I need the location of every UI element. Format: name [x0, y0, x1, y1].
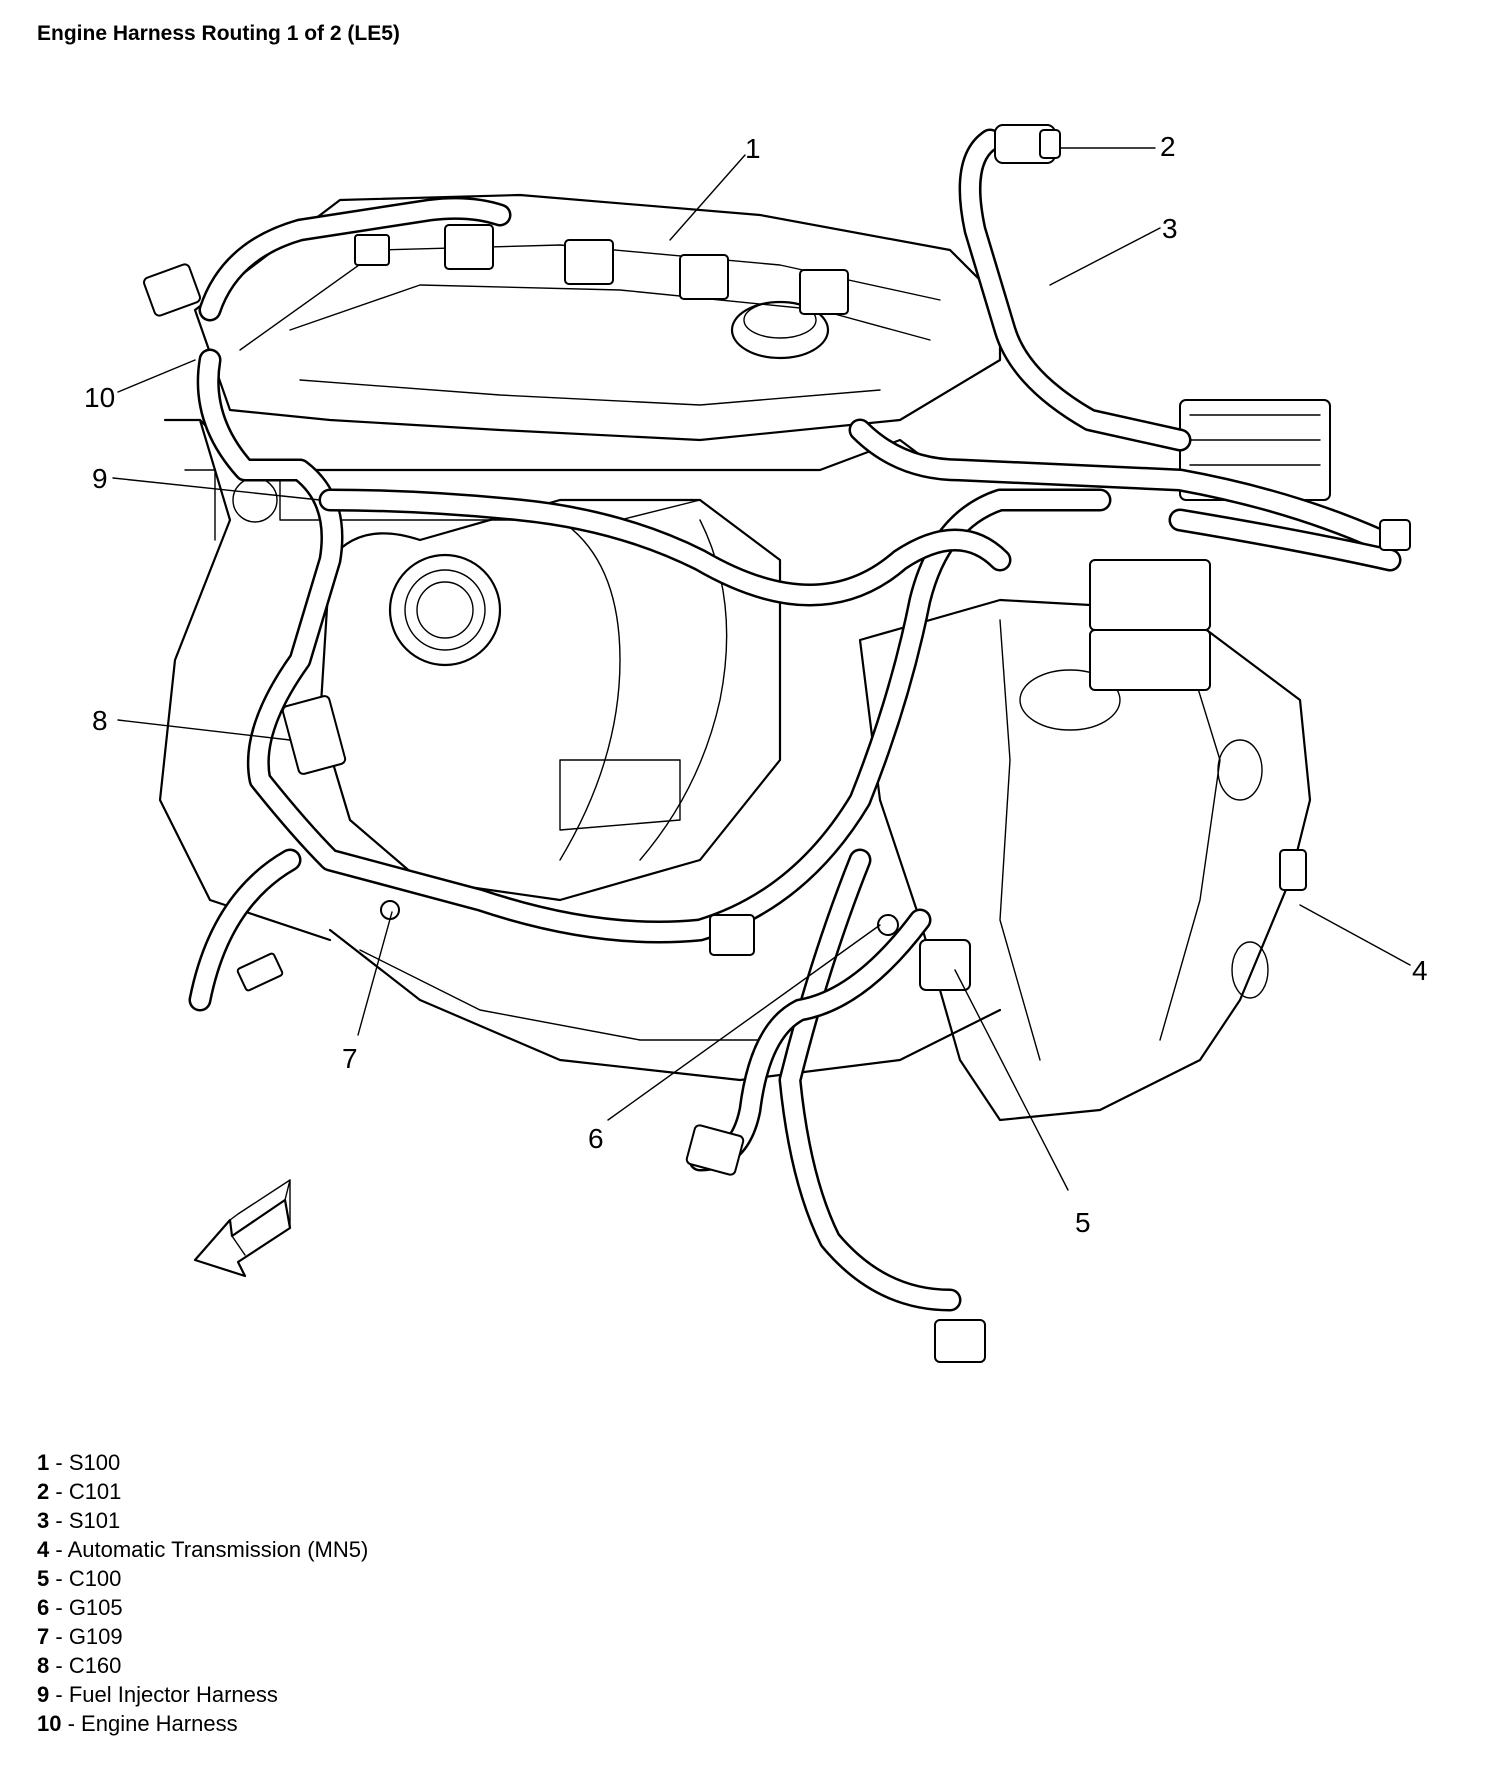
callout-4: 4	[1412, 955, 1428, 986]
legend-item: 6 - G105	[37, 1593, 368, 1622]
engine-harness	[188, 128, 1402, 1312]
legend-separator: -	[49, 1479, 69, 1504]
legend-item: 5 - C100	[37, 1564, 368, 1593]
callout-10: 10	[84, 382, 115, 413]
connectors	[143, 124, 1411, 1363]
front-arrow-icon	[193, 1179, 292, 1278]
legend-label: G109	[68, 1624, 123, 1649]
page-title: Engine Harness Routing 1 of 2 (LE5)	[37, 22, 400, 45]
legend-item: 1 - S100	[37, 1448, 368, 1477]
legend-item: 7 - G109	[37, 1622, 368, 1651]
callout-labels: 1 2 3 4 5 6 7 8 9 10	[84, 131, 1428, 1238]
legend-separator: -	[49, 1653, 69, 1678]
legend-number: 2	[37, 1479, 50, 1504]
legend-separator: -	[49, 1450, 69, 1475]
legend-item: 8 - C160	[37, 1651, 368, 1680]
legend-label: S100	[68, 1450, 121, 1475]
legend-number: 8	[37, 1653, 50, 1678]
callout-9: 9	[92, 463, 108, 494]
callout-8: 8	[92, 705, 108, 736]
legend-label: Automatic Transmission (MN5)	[67, 1537, 369, 1562]
callout-1: 1	[745, 133, 761, 164]
legend-item: 10 - Engine Harness	[37, 1709, 368, 1738]
legend-number: 1	[37, 1450, 50, 1475]
legend-separator: -	[49, 1682, 69, 1707]
legend-item: 2 - C101	[37, 1477, 368, 1506]
callout-6: 6	[588, 1123, 604, 1154]
legend-number: 5	[37, 1566, 50, 1591]
legend-label: Engine Harness	[81, 1711, 238, 1736]
legend-number: 10	[37, 1711, 62, 1736]
legend-number: 4	[37, 1537, 50, 1562]
legend-label: C160	[68, 1653, 122, 1678]
legend-number: 7	[37, 1624, 50, 1649]
legend-separator: -	[49, 1624, 69, 1649]
callout-7: 7	[342, 1043, 358, 1074]
leader-lines	[112, 147, 1411, 1191]
legend-item: 4 - Automatic Transmission (MN5)	[37, 1535, 368, 1564]
callout-3: 3	[1162, 213, 1178, 244]
legend: 1 - S100 2 - C101 3 - S101 4 - Automatic…	[37, 1448, 368, 1738]
legend-separator: -	[49, 1537, 68, 1562]
legend-item: 3 - S101	[37, 1506, 368, 1535]
legend-item: 9 - Fuel Injector Harness	[37, 1680, 368, 1709]
legend-label: C101	[68, 1479, 122, 1504]
legend-label: G105	[68, 1595, 123, 1620]
legend-label: C100	[68, 1566, 122, 1591]
callout-5: 5	[1075, 1207, 1091, 1238]
legend-number: 3	[37, 1508, 50, 1533]
legend-separator: -	[49, 1566, 69, 1591]
legend-number: 9	[37, 1682, 50, 1707]
legend-separator: -	[49, 1595, 69, 1620]
engine-assembly	[158, 193, 1331, 1122]
legend-label: Fuel Injector Harness	[68, 1682, 278, 1707]
legend-separator: -	[49, 1508, 69, 1533]
callout-2: 2	[1160, 131, 1176, 162]
legend-number: 6	[37, 1595, 50, 1620]
legend-label: S101	[68, 1508, 121, 1533]
legend-separator: -	[61, 1711, 82, 1736]
